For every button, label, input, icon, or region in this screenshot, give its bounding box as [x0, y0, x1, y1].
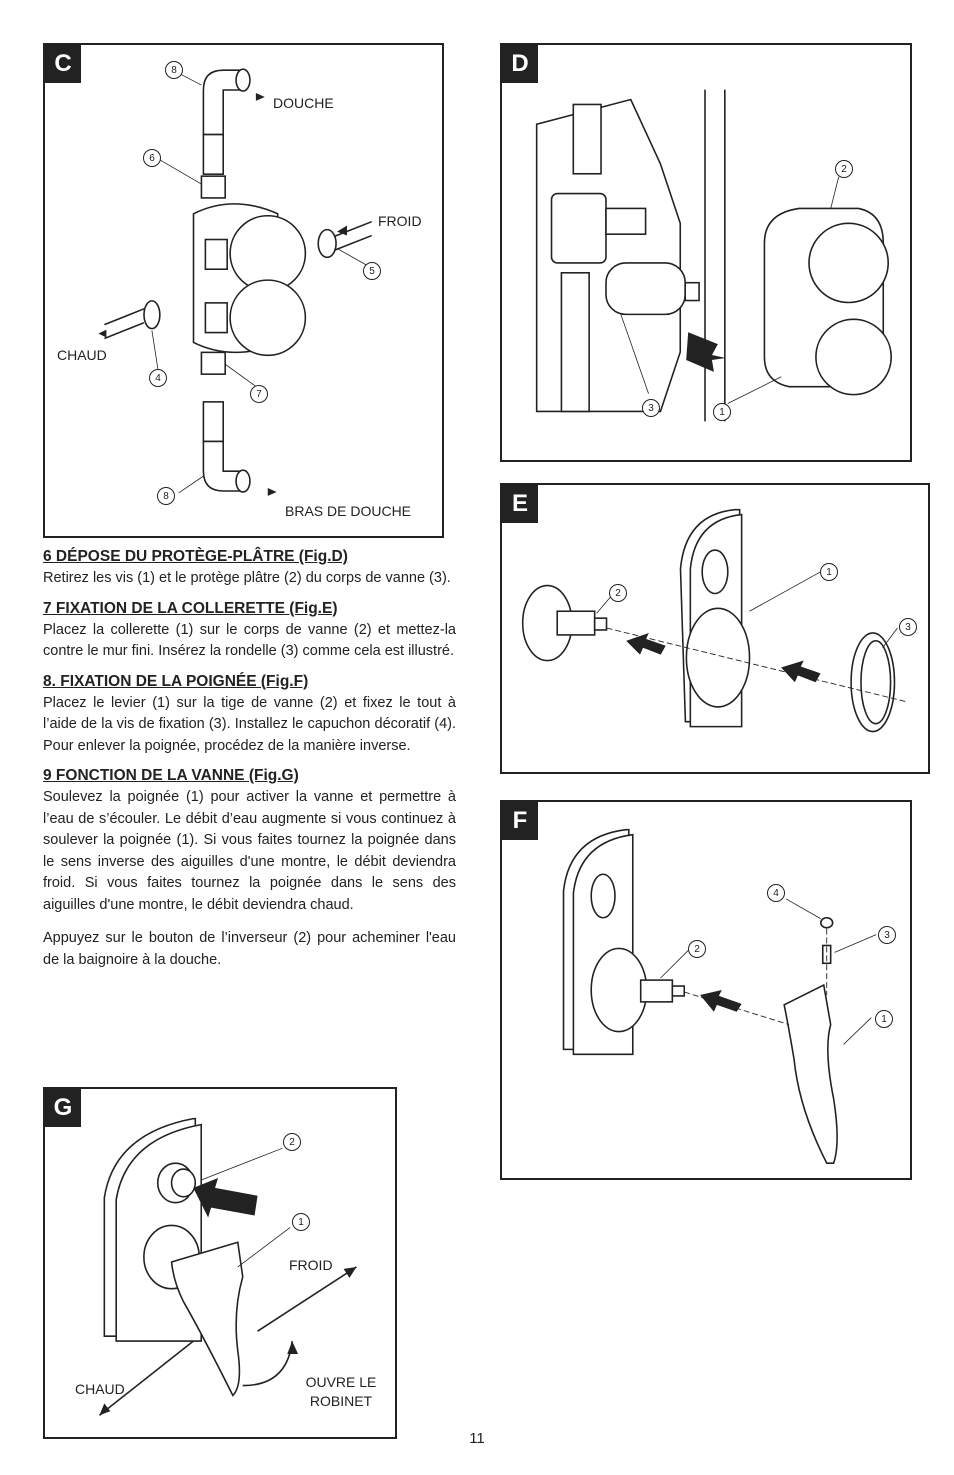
section-6-title: 6 DÉPOSE DU PROTÈGE-PLÂTRE (Fig.D) [43, 548, 348, 565]
callout-c-4: 4 [149, 369, 167, 387]
callout-f-2: 2 [688, 940, 706, 958]
label-froid-g: FROID [289, 1257, 333, 1273]
label-bras-de-douche: BRAS DE DOUCHE [285, 503, 412, 519]
instructions: 6 DÉPOSE DU PROTÈGE-PLÂTRE (Fig.D) Retir… [43, 548, 456, 971]
figure-c-illustration [98, 68, 372, 496]
figure-e: E 1 2 3 [500, 483, 930, 774]
page-number: 11 [469, 1430, 485, 1447]
callout-c-8-bottom: 8 [157, 487, 175, 505]
section-8-body: Placez le levier (1) sur la tige de vann… [43, 694, 456, 754]
figure-d-letter: D [502, 45, 538, 83]
section-7: 7 FIXATION DE LA COLLERETTE (Fig.E) Plac… [43, 600, 456, 663]
callout-c-8-top: 8 [165, 61, 183, 79]
section-7-body: Placez la collerette (1) sur le corps de… [43, 621, 456, 660]
section-8-title: 8. FIXATION DE LA POIGNÉE (Fig.F) [43, 672, 309, 690]
figure-g-illustration [98, 1117, 357, 1416]
callout-g-2: 2 [283, 1133, 301, 1151]
section-9: 9 FONCTION DE LA VANNE (Fig.G) Soulevez … [43, 767, 456, 971]
figure-f: F 4 3 2 1 [500, 800, 912, 1180]
section-9-body: Soulevez la poignée (1) pour activer la … [43, 789, 456, 913]
callout-e-1: 1 [820, 563, 838, 581]
figure-d: D 2 3 1 [500, 43, 912, 462]
label-douche: DOUCHE [273, 95, 334, 111]
section-9-title: 9 FONCTION DE LA VANNE (Fig.G) [43, 767, 299, 784]
section-7-title: 7 FIXATION DE LA COLLERETTE (Fig.E) [43, 599, 338, 617]
label-ouvre-le-robinet: OUVRE LE ROBINET [305, 1374, 377, 1409]
figure-g: G 2 1 FROID CHAUD OUVRE LE RO [43, 1087, 397, 1439]
figure-g-letter: G [45, 1089, 81, 1127]
figure-e-illustration [521, 508, 908, 733]
callout-d-3: 3 [642, 399, 660, 417]
section-6: 6 DÉPOSE DU PROTÈGE-PLÂTRE (Fig.D) Retir… [43, 548, 456, 590]
label-froid-c: FROID [378, 213, 422, 229]
section-6-body: Retirez les vis (1) et le protège plâtre… [43, 570, 451, 586]
label-chaud-g: CHAUD [75, 1381, 125, 1397]
figure-f-illustration [562, 828, 877, 1164]
figure-e-letter: E [502, 485, 538, 523]
callout-c-7: 7 [250, 385, 268, 403]
figure-c: C [43, 43, 444, 538]
figure-f-letter: F [502, 802, 538, 840]
section-8: 8. FIXATION DE LA POIGNÉE (Fig.F) Placez… [43, 673, 456, 758]
callout-c-6: 6 [143, 149, 161, 167]
callout-d-2: 2 [835, 160, 853, 178]
callout-f-4: 4 [767, 884, 785, 902]
callout-f-1: 1 [875, 1010, 893, 1028]
callout-d-1: 1 [713, 403, 731, 421]
callout-e-2: 2 [609, 584, 627, 602]
callout-e-3: 3 [899, 618, 917, 636]
figure-c-letter: C [45, 45, 81, 83]
label-chaud-c: CHAUD [57, 347, 107, 363]
callout-f-3: 3 [878, 926, 896, 944]
figure-d-illustration [535, 89, 892, 422]
section-9-extra: Appuyez sur le bouton de l’inverseur (2)… [43, 930, 456, 968]
callout-g-1: 1 [292, 1213, 310, 1231]
callout-c-5: 5 [363, 262, 381, 280]
